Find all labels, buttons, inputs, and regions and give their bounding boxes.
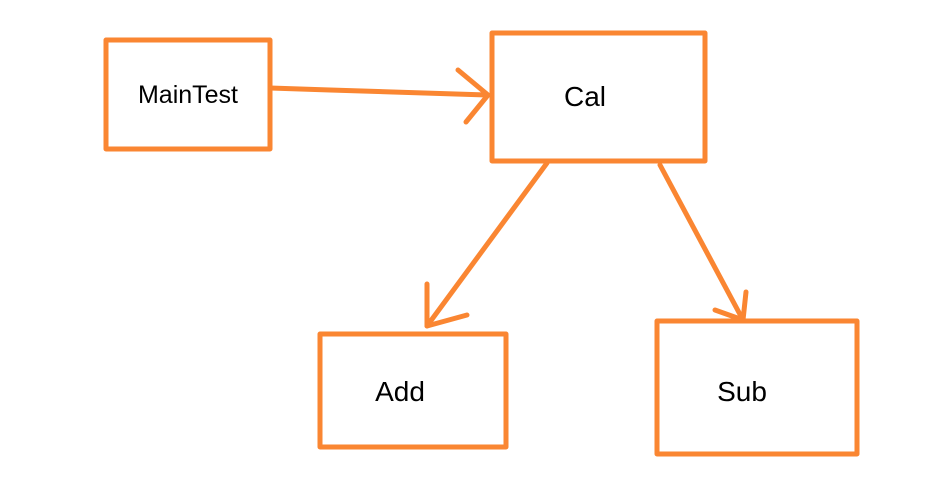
node-sub-label: Sub — [717, 376, 767, 407]
edge-cal-to-sub-line — [657, 162, 746, 323]
edge-cal-to-sub-arrowhead — [712, 289, 749, 323]
node-add-box — [317, 331, 509, 450]
node-cal-box — [489, 30, 708, 164]
edge-maintest-to-cal — [267, 67, 491, 125]
edge-cal-to-add-line — [424, 160, 550, 329]
edge-cal-to-add — [424, 160, 550, 329]
edge-maintest-to-cal-line — [267, 85, 490, 98]
node-sub-box — [654, 318, 860, 457]
node-maintest-label: MainTest — [138, 81, 238, 109]
edge-cal-to-add-arrowhead — [424, 281, 470, 329]
edge-maintest-to-cal-arrowhead — [455, 67, 491, 125]
node-add-label: Add — [375, 376, 425, 407]
node-cal-label: Cal — [564, 81, 606, 112]
edge-cal-to-sub — [657, 162, 749, 323]
node-maintest-box — [103, 37, 273, 152]
